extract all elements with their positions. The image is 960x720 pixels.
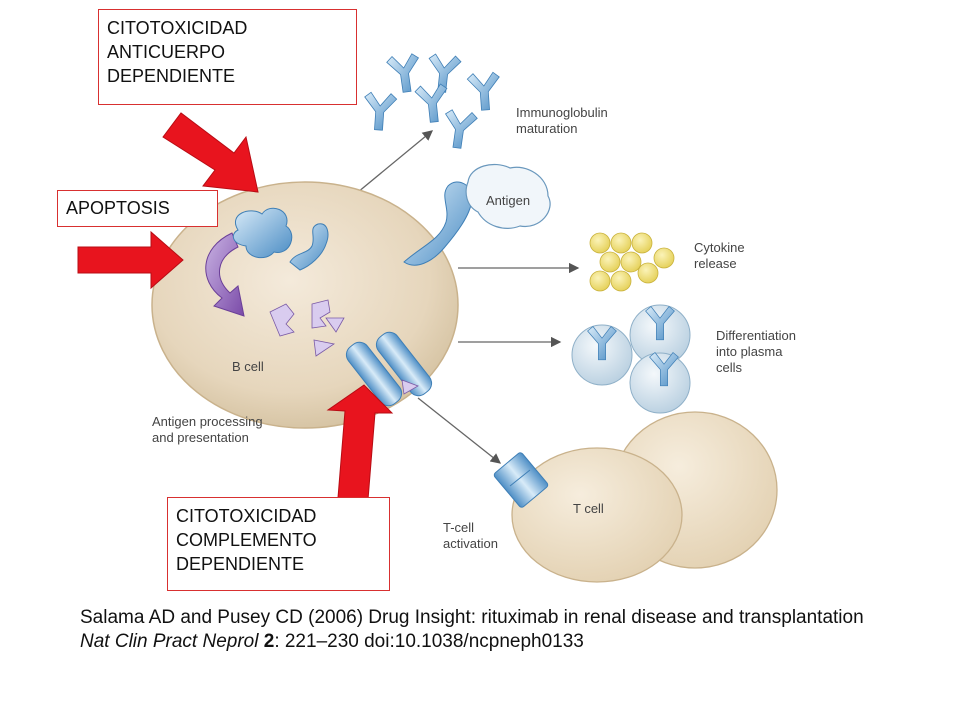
apoptosis-purple-arrow [205,232,245,317]
cdc-red-arrow [326,384,394,513]
apoptosis-red-arrow [77,230,184,290]
cytokine-granule [589,270,611,292]
antibody-icon [362,91,398,132]
cytokine-label-line2: release [694,256,737,271]
t-cell-group: T cell T-cell activation [443,411,778,583]
cdc-callout-line1: CITOTOXICIDAD [176,506,317,526]
cytokine-granule [610,232,632,254]
b-cell-label: B cell [232,359,264,374]
differentiation-label-line1: Differentiation [716,328,796,343]
cytokine-granule [589,232,611,254]
t-cell-label: T cell [573,501,604,516]
cytokine-granule [599,251,621,273]
cdc-callout-line3: DEPENDIENTE [176,554,305,574]
citation-block: Salama AD and Pusey CD (2006) Drug Insig… [80,606,920,654]
b-cell: B cell [151,181,459,429]
immunoglobulin-label-line2: maturation [516,121,577,136]
citation-pages-doi: : 221–230 doi:10.1038/ncpneph0133 [274,631,584,652]
t-cell-front [511,447,683,583]
antibody-icon [440,108,479,151]
process-arrows [351,130,580,464]
internal-antigen-icon [232,207,293,259]
antibody-icon [385,52,424,95]
t-cell-receptor-icon [493,452,549,508]
citation-source: Nat Clin Pract Neprol 2: 221–230 doi:10.… [80,630,920,654]
mhc-peptide-icon [401,379,419,395]
differentiation-label-line2: into plasma [716,344,783,359]
antigen-processing-label-line1: Antigen processing [152,414,263,429]
arrow-to-immunoglobulin [351,130,434,198]
arrow-to-t-cell [417,397,502,464]
cytokine-granule [631,232,653,254]
antigen-processing-label-line2: and presentation [152,430,249,445]
apoptosis-callout: APOPTOSIS [57,190,218,227]
adcc-callout-line1: CITOTOXICIDAD [107,18,248,38]
t-cell-activation-label-line1: T-cell [443,520,474,535]
adcc-callout: CITOTOXICIDAD ANTICUERPO DEPENDIENTE [98,9,357,105]
citation-title: Salama AD and Pusey CD (2006) Drug Insig… [80,607,864,628]
red-arrows [77,112,394,513]
differentiation-label-line3: cells [716,360,743,375]
apoptosis-callout-label: APOPTOSIS [66,198,170,218]
cdc-callout: CITOTOXICIDAD COMPLEMENTO DEPENDIENTE [167,497,390,591]
citation-journal: Nat Clin Pract Neprol [80,631,259,652]
adcc-callout-line3: DEPENDIENTE [107,66,236,86]
cytokine-granule [637,262,659,284]
immunoglobulin-cluster: Immunoglobulin maturation [362,52,608,151]
peptide-fragment-icon [269,303,295,337]
cytokine-label-line1: Cytokine [694,240,745,255]
cytokine-granule [653,247,675,269]
surface-receptor-icon [403,181,473,266]
antigen-label: Antigen [486,193,530,208]
antibody-icon [414,83,451,124]
peptide-fragment-icon [313,339,336,357]
surface-antigen: Antigen [403,163,551,266]
plasma-cell [629,352,691,414]
plasma-cells: Differentiation into plasma cells [571,304,796,414]
adcc-red-arrow [162,112,259,193]
cytokine-granules: Cytokine release [589,232,745,292]
antibody-icon [466,71,502,112]
cytokine-granule [620,251,642,273]
internal-receptor-icon [289,223,329,271]
membrane-receptor-tubes [345,331,433,407]
peptide-fragment-icon [311,299,331,329]
cdc-callout-line2: COMPLEMENTO [176,530,317,550]
citation-volume: 2 [263,631,275,652]
peptide-fragment-icon [325,317,345,333]
antigen-blob-icon [465,163,551,229]
adcc-callout-line2: ANTICUERPO [107,42,226,62]
cytokine-granule [610,270,632,292]
immunoglobulin-label-line1: Immunoglobulin [516,105,608,120]
t-cell-activation-label-line2: activation [443,536,498,551]
